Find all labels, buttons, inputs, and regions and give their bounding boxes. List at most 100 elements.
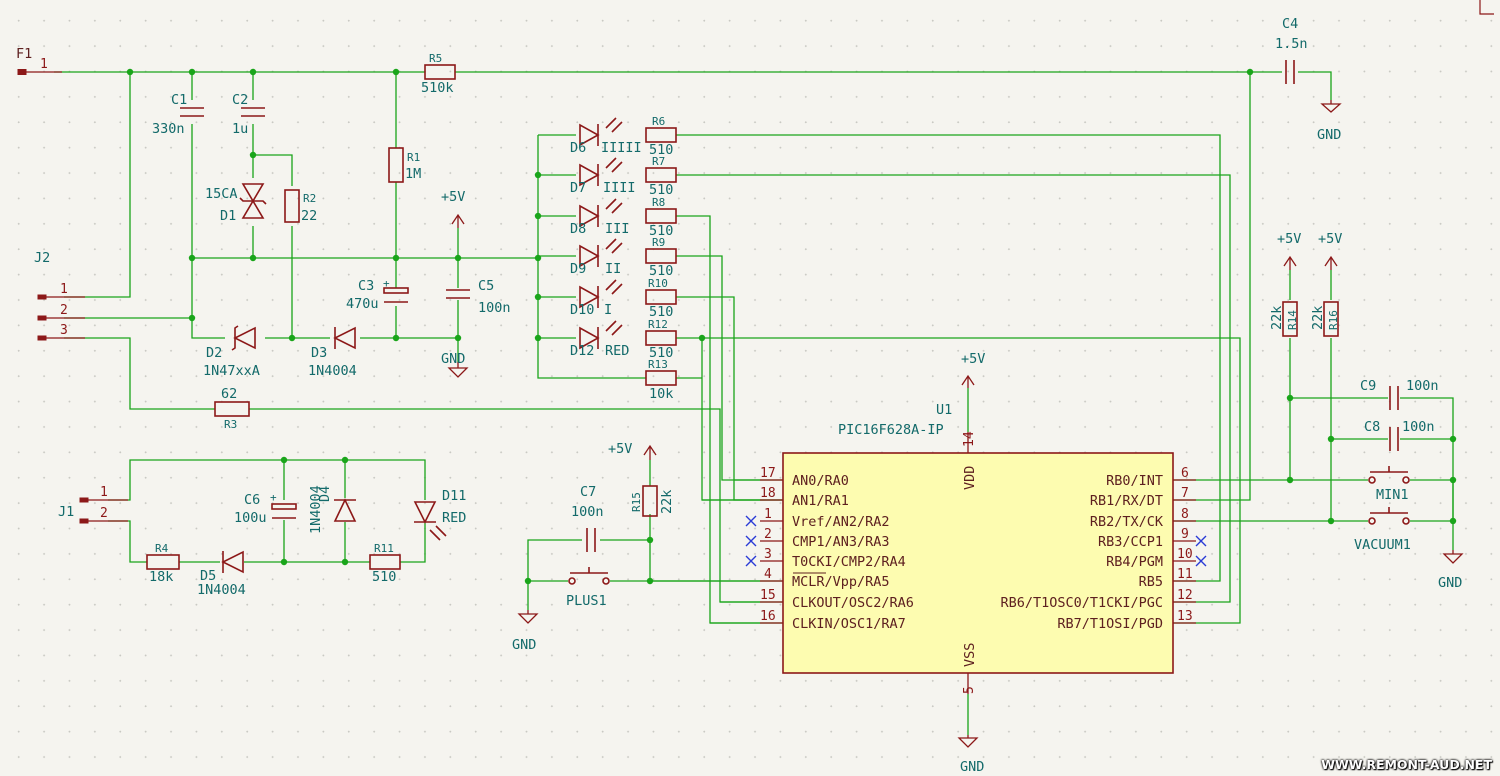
capacitor-c2[interactable]: C2 1u	[232, 92, 265, 137]
resistor-r1[interactable]: R1 1M	[388, 147, 421, 183]
svg-text:RB7/T1OSI/PGD: RB7/T1OSI/PGD	[1057, 616, 1163, 632]
diode-d5[interactable]: D5 1N4004	[197, 550, 246, 598]
resistor-r14[interactable]: R14 22k	[1269, 301, 1299, 337]
r3-value: 62	[221, 386, 237, 402]
resistor-r5[interactable]: R5 510k	[421, 52, 456, 96]
r6-ref: R6	[652, 115, 665, 128]
capacitor-c1[interactable]: C1 330n	[152, 92, 204, 137]
led-d12[interactable]: D12 RED	[570, 320, 629, 359]
r12-ref: R12	[648, 318, 668, 331]
c1-value: 330n	[152, 121, 185, 137]
u1-vdd-pin-num: 14	[962, 431, 977, 447]
svg-text:+5V: +5V	[608, 441, 632, 457]
resistor-r8[interactable]: R8 510	[645, 196, 677, 239]
svg-text:CMP1/AN3/RA3: CMP1/AN3/RA3	[792, 534, 890, 550]
svg-text:17: 17	[760, 466, 776, 481]
resistor-r7[interactable]: R7 510	[645, 155, 677, 198]
vcc-symbol: +5V	[1277, 231, 1301, 270]
zener-diode-d2[interactable]: D2 1N47xxA	[203, 325, 260, 379]
capacitor-c4[interactable]: C4 1.5n	[1275, 16, 1308, 84]
switch-plus1[interactable]: PLUS1	[566, 567, 610, 609]
d3-ref: D3	[311, 345, 327, 361]
d11-value: RED	[442, 510, 466, 526]
svg-text:+5V: +5V	[961, 351, 985, 367]
r15-value: 22k	[659, 490, 675, 514]
r11-value: 510	[372, 569, 396, 585]
r5-ref: R5	[429, 52, 442, 65]
svg-text:GND: GND	[1438, 575, 1462, 591]
led-d8[interactable]: D8 III	[570, 198, 629, 237]
resistor-r13[interactable]: R13 10k	[645, 358, 677, 402]
connector-f1[interactable]: F1 1	[16, 46, 62, 75]
d7-ref: D7	[570, 180, 586, 196]
vcc-symbol: +5V	[608, 441, 657, 460]
capacitor-c5[interactable]: C5 100n	[446, 278, 511, 316]
d5-ref: D5	[200, 568, 216, 584]
r8-value: 510	[649, 223, 673, 239]
svg-text:3: 3	[764, 547, 772, 562]
svg-text:RB4/PGM: RB4/PGM	[1106, 554, 1163, 570]
svg-text:RB3/CCP1: RB3/CCP1	[1098, 534, 1163, 550]
j1-ref: J1	[58, 504, 74, 520]
gnd-symbol: GND	[957, 735, 984, 775]
connector-j1[interactable]: J1 1 2	[58, 485, 128, 524]
switch-min1[interactable]: MIN1	[1368, 466, 1410, 503]
resistor-r15[interactable]: R15 22k	[630, 485, 675, 517]
c9-value: 100n	[1406, 378, 1439, 394]
resistor-r12[interactable]: R12 510	[645, 318, 677, 361]
led-d9[interactable]: D9 II	[570, 238, 623, 277]
capacitor-c8[interactable]: C8 100n	[1364, 419, 1435, 451]
vcc-symbol: +5V	[961, 351, 985, 388]
resistor-r3[interactable]: 62 R3	[214, 386, 250, 431]
r5-value: 510k	[421, 80, 454, 96]
resistor-r11[interactable]: R11 510	[369, 542, 401, 585]
tvs-diode-d1[interactable]: 15CA D1	[205, 183, 267, 224]
connector-j2[interactable]: J2 1 2 3	[34, 250, 85, 341]
svg-text:RB0/INT: RB0/INT	[1106, 473, 1163, 489]
resistor-r16[interactable]: R16 22k	[1310, 301, 1340, 337]
svg-text:7: 7	[1181, 486, 1189, 501]
d10-value: I	[604, 302, 612, 318]
led-d7[interactable]: D7 IIII	[570, 157, 636, 196]
svg-text:+5V: +5V	[441, 189, 465, 205]
capacitor-c9[interactable]: C9 100n	[1360, 378, 1439, 410]
resistor-r6[interactable]: R6 510	[645, 115, 677, 158]
watermark: WWW.REMONT-AUD.NET	[1321, 757, 1492, 772]
resistor-r10[interactable]: R10 510	[645, 277, 677, 320]
svg-text:RB6/T1OSC0/T1CKI/PGC: RB6/T1OSC0/T1CKI/PGC	[1000, 595, 1163, 611]
c5-ref: C5	[478, 278, 494, 294]
r6-value: 510	[649, 142, 673, 158]
d8-value: III	[605, 221, 629, 237]
switch-vacuum1[interactable]: VACUUM1	[1354, 507, 1411, 553]
c5-value: 100n	[478, 300, 511, 316]
d12-ref: D12	[570, 343, 594, 359]
capacitor-c7[interactable]: C7 100n	[571, 484, 604, 552]
r13-ref: R13	[648, 358, 668, 371]
resistor-r4[interactable]: R4 18k	[146, 542, 180, 585]
resistor-r2[interactable]: R2 22	[284, 189, 317, 224]
resistor-r9[interactable]: R9 510	[645, 236, 677, 279]
diode-d3[interactable]: D3 1N4004	[308, 326, 357, 379]
capacitor-c3[interactable]: + C3 470u	[346, 277, 409, 312]
led-d11[interactable]: D11 RED	[413, 488, 466, 541]
led-d6[interactable]: D6 IIIII	[570, 117, 642, 156]
svg-text:Vref/AN2/RA2: Vref/AN2/RA2	[792, 514, 890, 530]
capacitor-c6[interactable]: + C6 100u	[234, 491, 297, 526]
led-d10[interactable]: D10 I	[570, 279, 623, 318]
no-connect-markers	[745, 515, 1207, 567]
svg-text:2: 2	[764, 527, 772, 542]
svg-text:4: 4	[764, 567, 772, 582]
d6-value: IIIII	[601, 140, 642, 156]
diode-d4[interactable]: D4 1N4004	[308, 485, 357, 534]
r4-ref: R4	[155, 542, 169, 555]
svg-text:1: 1	[764, 507, 772, 522]
r10-value: 510	[649, 304, 673, 320]
r1-ref: R1	[407, 151, 420, 164]
